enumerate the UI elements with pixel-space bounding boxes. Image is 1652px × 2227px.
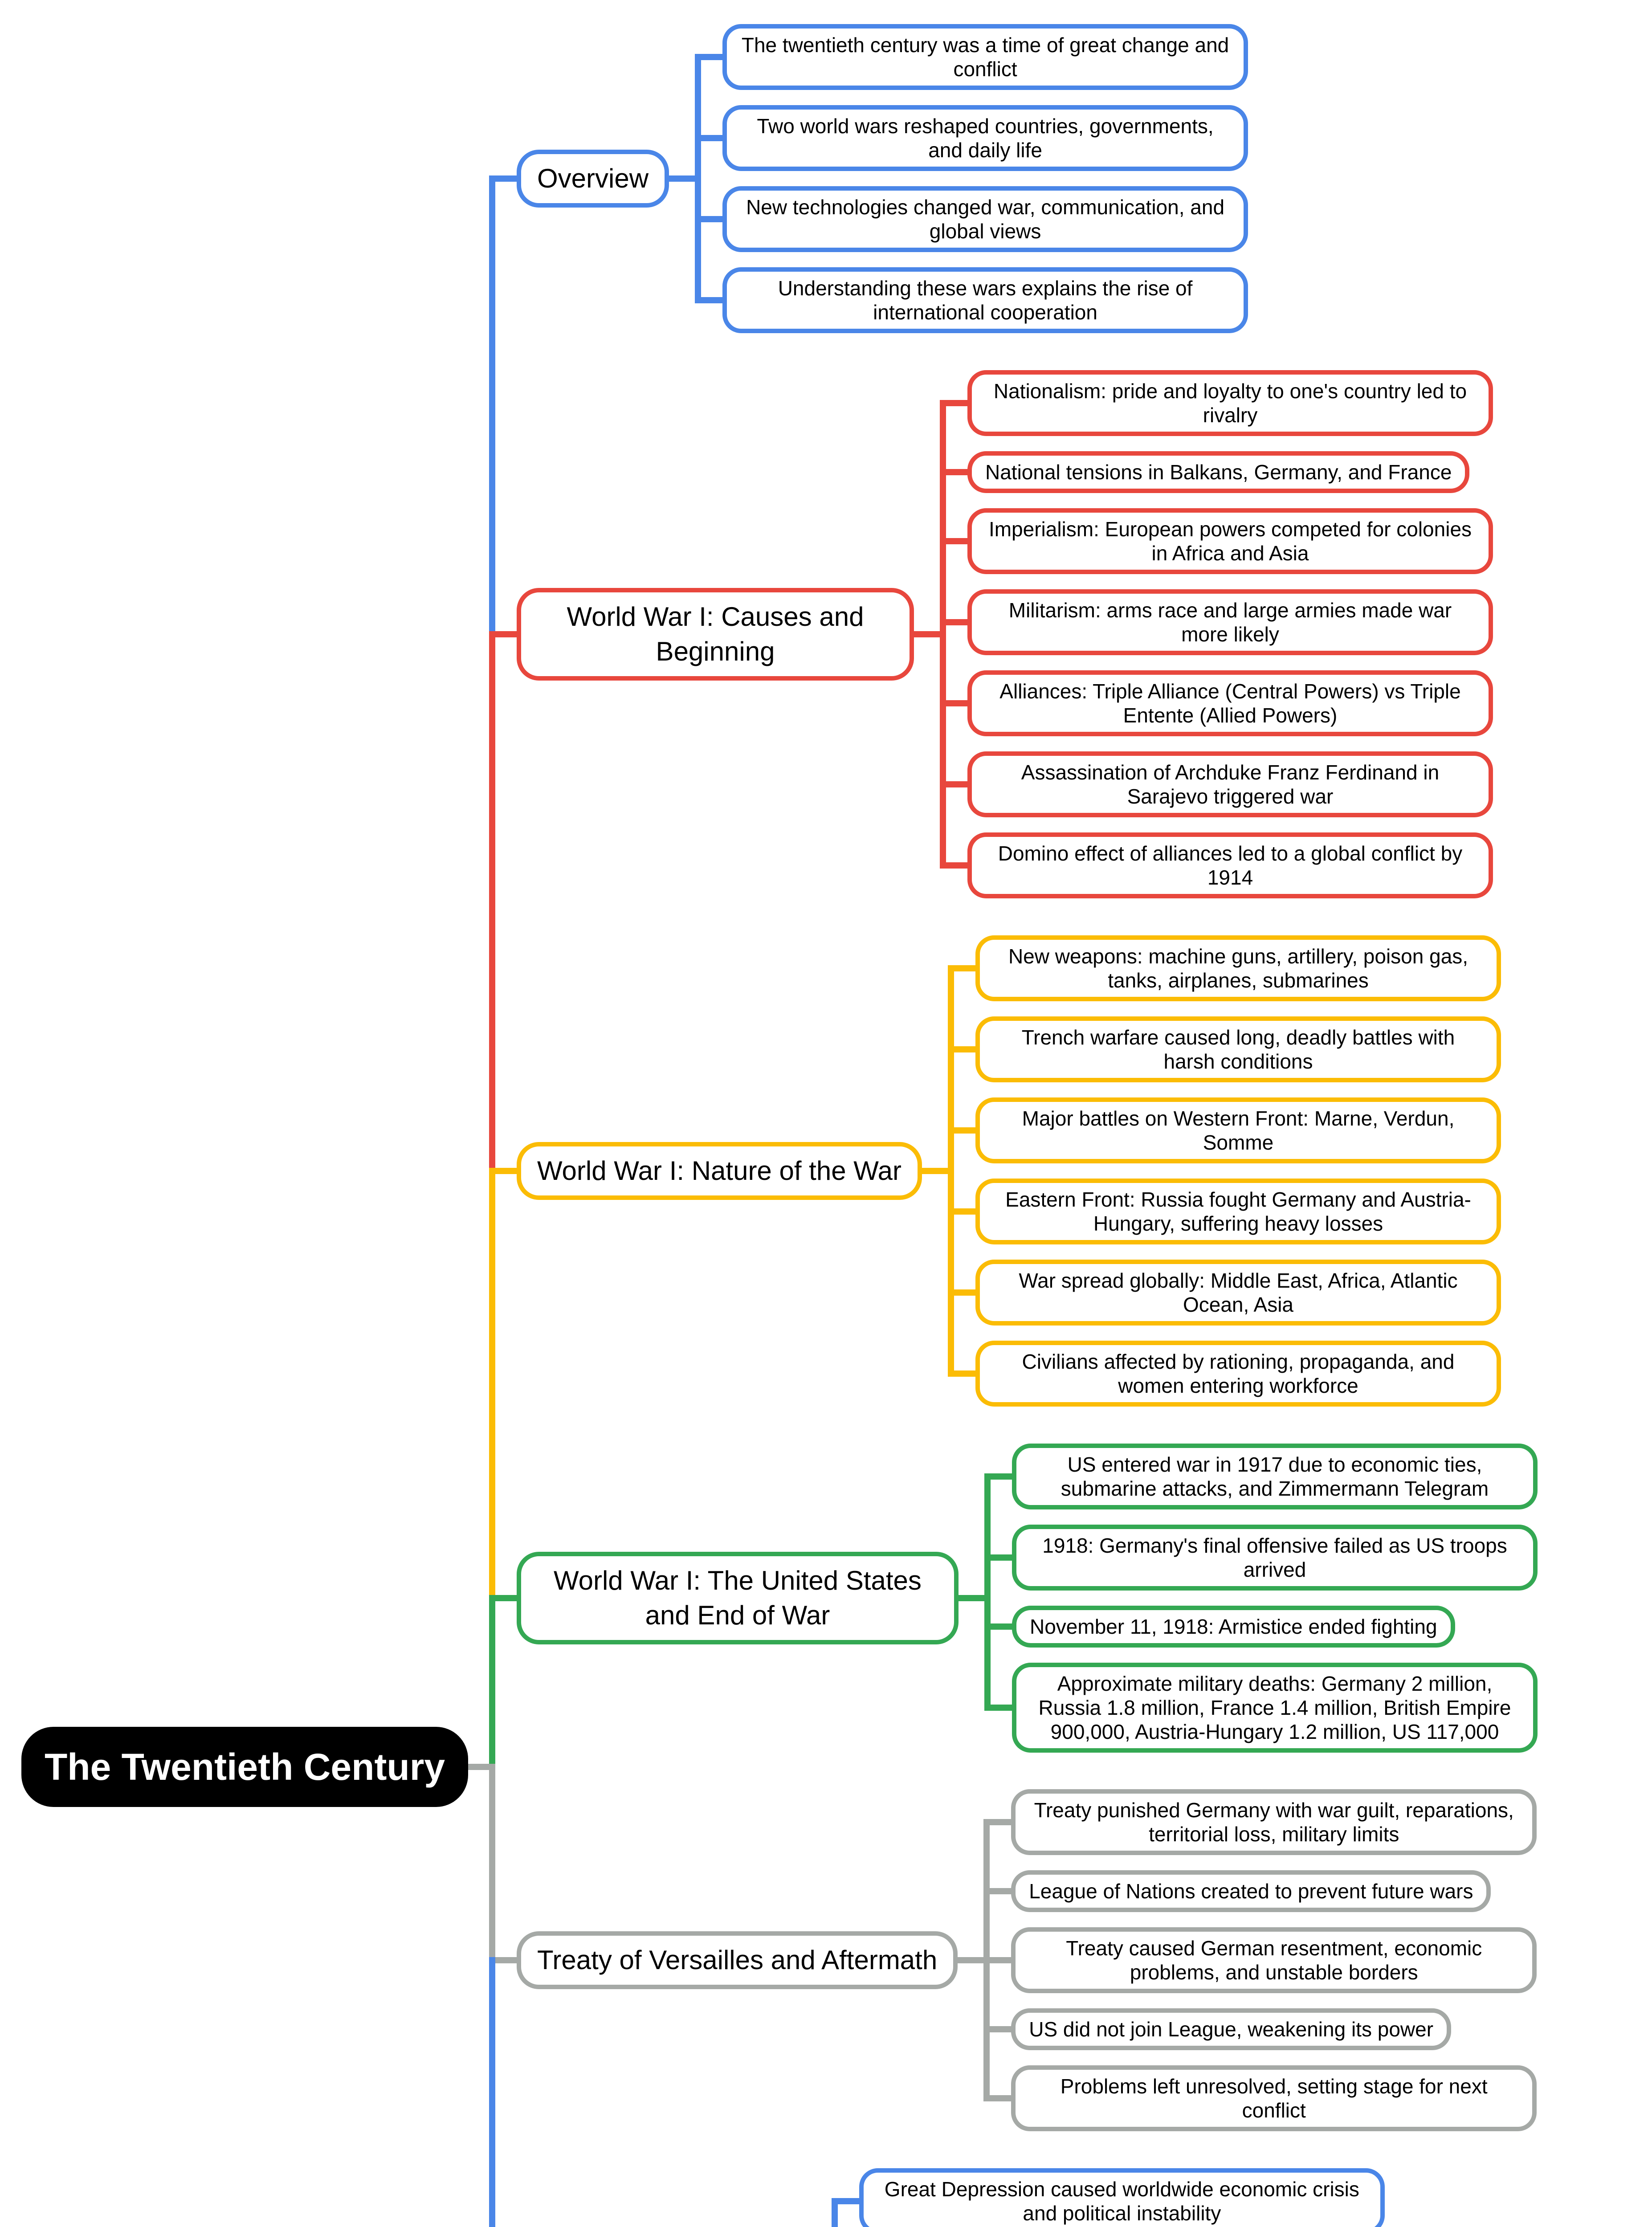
- branches: Overview The twentieth century was a tim…: [517, 0, 1652, 2227]
- branch-cluster-ww1-causes: World War I: Causes and Beginning Nation…: [517, 370, 1639, 898]
- leaf-node: New technologies changed war, communicat…: [722, 186, 1248, 252]
- leaf-node: Great Depression caused worldwide econom…: [859, 2168, 1385, 2227]
- leaf-node: Problems left unresolved, setting stage …: [1011, 2065, 1537, 2132]
- root-node: The Twentieth Century: [21, 1727, 469, 1807]
- leaf-node: 1918: Germany's final offensive failed a…: [1012, 1524, 1538, 1591]
- leaf-node: US entered war in 1917 due to economic t…: [1012, 1443, 1538, 1509]
- branch-leaves: Treaty punished Germany with war guilt, …: [1011, 1789, 1537, 2132]
- leaf-node: Assassination of Archduke Franz Ferdinan…: [967, 751, 1493, 817]
- branch-leaves: The twentieth century was a time of grea…: [722, 24, 1248, 333]
- leaf-node: National tensions in Balkans, Germany, a…: [967, 451, 1470, 493]
- leaf-node: Major battles on Western Front: Marne, V…: [975, 1097, 1501, 1163]
- leaf-node: Treaty caused German resentment, economi…: [1011, 1927, 1537, 1994]
- leaf-node: Imperialism: European powers competed fo…: [967, 508, 1493, 574]
- branch-leaves: US entered war in 1917 due to economic t…: [1012, 1443, 1538, 1753]
- branch-leaves: Nationalism: pride and loyalty to one's …: [967, 370, 1493, 898]
- branch-cluster-ww1-us-end: World War I: The United States and End o…: [517, 1443, 1639, 1753]
- leaf-node: November 11, 1918: Armistice ended fight…: [1012, 1605, 1455, 1648]
- branch-cluster-road-ww2: Road to World War II Great Depression ca…: [517, 2168, 1639, 2227]
- branch-leaves: New weapons: machine guns, artillery, po…: [975, 935, 1501, 1407]
- leaf-node: Treaty punished Germany with war guilt, …: [1011, 1789, 1537, 1856]
- leaf-node: Understanding these wars explains the ri…: [722, 267, 1248, 333]
- leaf-node: New weapons: machine guns, artillery, po…: [975, 935, 1501, 1001]
- branch-leaves: Great Depression caused worldwide econom…: [859, 2168, 1385, 2227]
- branch-node-ww1-causes: World War I: Causes and Beginning: [517, 587, 914, 681]
- leaf-node: Domino effect of alliances led to a glob…: [967, 832, 1493, 898]
- root-column: The Twentieth Century: [0, 0, 517, 2227]
- branch-node-ww1-us-end: World War I: The United States and End o…: [517, 1551, 959, 1644]
- leaf-node: War spread globally: Middle East, Africa…: [975, 1259, 1501, 1326]
- leaf-node: Trench warfare caused long, deadly battl…: [975, 1016, 1501, 1082]
- leaf-node: Two world wars reshaped countries, gover…: [722, 105, 1248, 171]
- leaf-node: League of Nations created to prevent fut…: [1011, 1870, 1491, 1913]
- branch-node-treaty-versailles: Treaty of Versailles and Aftermath: [517, 1931, 958, 1990]
- leaf-node: Eastern Front: Russia fought Germany and…: [975, 1178, 1501, 1244]
- leaf-node: Nationalism: pride and loyalty to one's …: [967, 370, 1493, 436]
- leaf-node: Militarism: arms race and large armies m…: [967, 589, 1493, 655]
- branch-cluster-overview: Overview The twentieth century was a tim…: [517, 24, 1639, 333]
- leaf-node: Civilians affected by rationing, propaga…: [975, 1340, 1501, 1407]
- branch-node-overview: Overview: [517, 150, 669, 208]
- leaf-node: Alliances: Triple Alliance (Central Powe…: [967, 670, 1493, 736]
- leaf-node: US did not join League, weakening its po…: [1011, 2008, 1452, 2051]
- leaf-node: The twentieth century was a time of grea…: [722, 24, 1248, 90]
- branch-cluster-treaty-versailles: Treaty of Versailles and Aftermath Treat…: [517, 1789, 1639, 2132]
- leaf-node: Approximate military deaths: Germany 2 m…: [1012, 1662, 1538, 1753]
- branch-node-ww1-nature: World War I: Nature of the War: [517, 1142, 922, 1200]
- branch-cluster-ww1-nature: World War I: Nature of the War New weapo…: [517, 935, 1639, 1407]
